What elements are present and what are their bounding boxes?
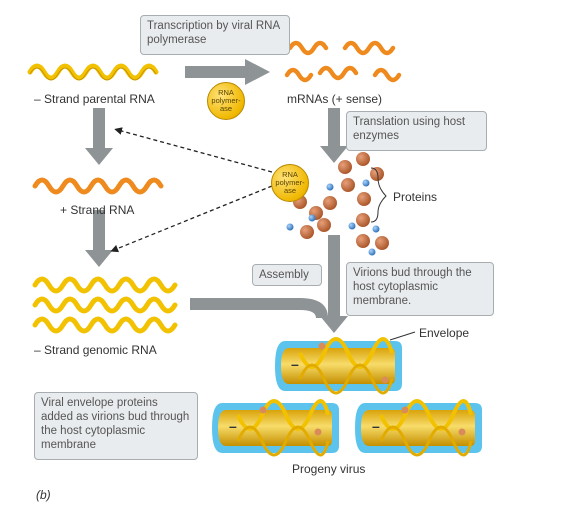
virion-2-minus-sign: – bbox=[229, 418, 237, 434]
translation-box: Translation using host enzymes bbox=[346, 111, 487, 151]
process-arrows bbox=[85, 59, 348, 333]
transcription-box: Transcription by viral RNA polymerase bbox=[140, 15, 290, 55]
minus-strand-genomic-rna bbox=[32, 276, 178, 334]
envelope-pointer-line bbox=[389, 331, 416, 341]
virion-3 bbox=[355, 399, 482, 457]
minus-strand-parental-rna-label: – Strand parental RNA bbox=[34, 92, 155, 106]
virion-1 bbox=[275, 337, 402, 395]
virion-3-minus-sign: – bbox=[372, 418, 380, 434]
transcription-arrow bbox=[185, 59, 270, 85]
assembly-box: Assembly bbox=[252, 264, 322, 286]
mrnas-label: mRNAs (+ sense) bbox=[287, 92, 383, 106]
virion-1-minus-sign: – bbox=[291, 356, 299, 372]
assembly-arrow bbox=[320, 235, 348, 333]
plus-strand-rna-label: + Strand RNA bbox=[60, 203, 135, 217]
replication-arrow-1 bbox=[85, 108, 113, 165]
replication-arrow-2 bbox=[85, 210, 113, 267]
mrna-strands bbox=[284, 40, 402, 83]
proteins-label: Proteins bbox=[393, 190, 438, 204]
polymerase-dashed-arrows bbox=[110, 127, 273, 253]
envelope-proteins-box: Viral envelope proteins added as virions… bbox=[34, 392, 198, 460]
minus-strand-genomic-rna-label: – Strand genomic RNA bbox=[34, 343, 157, 357]
virion-2 bbox=[212, 399, 339, 457]
translation-arrow bbox=[320, 108, 348, 163]
virions-bud-box: Virions bud through the host cytoplasmic… bbox=[346, 262, 494, 316]
minus-strand-parental-rna bbox=[27, 63, 159, 81]
envelope-label: Envelope bbox=[419, 326, 470, 340]
rna-polymerase-enzyme-2: RNA polymer- ase bbox=[271, 164, 309, 202]
rna-polymerase-enzyme-1: RNA polymer- ase bbox=[207, 82, 245, 120]
plus-strand-rna bbox=[32, 177, 164, 195]
figure-part-label: (b) bbox=[36, 488, 51, 502]
progeny-virus-label: Progeny virus bbox=[292, 462, 366, 476]
genome-packaging-arrow bbox=[190, 298, 328, 318]
proteins-bracket bbox=[370, 167, 387, 223]
